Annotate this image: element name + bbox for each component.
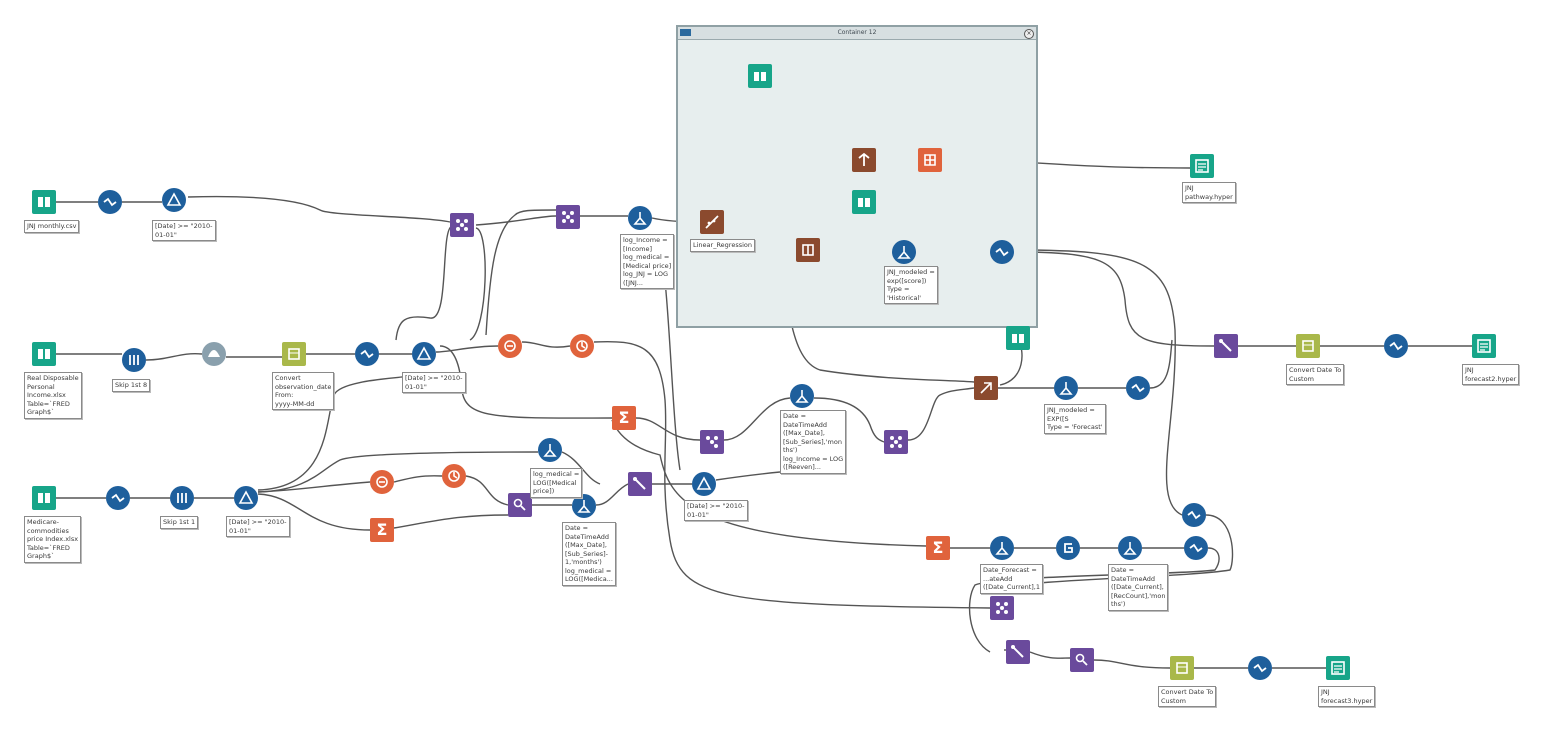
datetime-now-tool-icon[interactable] xyxy=(570,334,594,358)
annotation-skip-8: Skip 1st 8 xyxy=(112,379,151,392)
annotation-convert-date-custom: Convert Date To Custom xyxy=(1286,364,1345,385)
select-tool-icon[interactable] xyxy=(990,240,1014,264)
join-tool-icon[interactable] xyxy=(556,205,580,229)
formula-tool-icon[interactable] xyxy=(790,384,814,408)
container-close-icon[interactable]: × xyxy=(1024,29,1034,39)
summarize-tool-icon[interactable] xyxy=(370,470,394,494)
model-coefficients-tool-icon[interactable] xyxy=(852,148,876,172)
dynamic-rename-tool-icon[interactable] xyxy=(202,342,226,366)
select-tool-icon[interactable] xyxy=(355,342,379,366)
input-data-pdi-icon[interactable] xyxy=(32,342,56,366)
table-tool-icon[interactable] xyxy=(918,148,942,172)
append-fields-tool-icon[interactable] xyxy=(700,430,724,454)
annotation-date-datetimeadd: Date = DateTimeAdd ([Max_Date], [Sub_Ser… xyxy=(562,522,616,586)
filter-tool-icon[interactable] xyxy=(234,486,258,510)
annotation-date-filter: [Date] >= "2010- 01-01" xyxy=(152,220,216,241)
container-12[interactable]: Container 12 × xyxy=(676,25,1038,328)
select-tool-icon[interactable] xyxy=(1182,503,1206,527)
select-tool-icon[interactable] xyxy=(98,190,122,214)
formula-tool-icon[interactable] xyxy=(990,536,1014,560)
annotation-jnj-forecast: JNJ forecast2.hyper xyxy=(1462,364,1520,385)
union-tool-icon[interactable] xyxy=(1214,334,1238,358)
container-collapse-toggle[interactable] xyxy=(680,29,691,36)
select-tool-icon[interactable] xyxy=(1384,334,1408,358)
join-tool-icon[interactable] xyxy=(450,213,474,237)
datetime-now-tool-icon[interactable] xyxy=(442,464,466,488)
generate-rows-tool-icon[interactable] xyxy=(1070,648,1094,672)
select-tool-icon[interactable] xyxy=(106,486,130,510)
formula-tool-icon[interactable] xyxy=(628,206,652,230)
annotation-linear-regression: Linear_Regression xyxy=(690,239,756,252)
annotation-jnj-forecast3: JNJ forecast3.hyper xyxy=(1318,686,1376,707)
summarize-sigma-icon[interactable]: Σ xyxy=(370,518,394,542)
annotation-skip-1: Skip 1st 1 xyxy=(160,516,199,529)
annotation-date-filter: [Date] >= "2010- 01-01" xyxy=(402,372,466,393)
annotation-pdi-input: Real Disposable Personal Income.xlsx Tab… xyxy=(24,372,82,419)
annotation-date-filter: [Date] >= "2010- 01-01" xyxy=(684,500,748,521)
filter-tool-icon[interactable] xyxy=(692,472,716,496)
annotation-date-filter: [Date] >= "2010- 01-01" xyxy=(226,516,290,537)
formula-tool-icon[interactable] xyxy=(1118,536,1142,560)
annotation-log-medical: log_medical = LOG([Medical price]) xyxy=(530,468,583,498)
output-data-jnj-pathway-icon[interactable] xyxy=(1190,154,1214,178)
join-tool-icon[interactable] xyxy=(990,596,1014,620)
browse-tool-icon[interactable] xyxy=(1006,326,1030,350)
annotation-jnj-monthly: JNJ monthly.csv xyxy=(24,220,80,233)
input-data-jnj-monthly-icon[interactable] xyxy=(32,190,56,214)
select-tool-icon[interactable] xyxy=(1248,656,1272,680)
datetime-tool-icon[interactable] xyxy=(282,342,306,366)
join-tool-icon[interactable] xyxy=(884,430,908,454)
summarize-tool-icon[interactable] xyxy=(498,334,522,358)
annotation-convert-date-custom: Convert Date To Custom xyxy=(1158,686,1217,707)
container-title-bar[interactable]: Container 12 xyxy=(678,27,1036,40)
container-title: Container 12 xyxy=(837,29,877,36)
annotation-jnj-pathway: JNJ pathway.hyper xyxy=(1182,182,1236,203)
annotation-jnj-modeled-historical: JNJ_modeled = exp([score]) Type = 'Histo… xyxy=(884,266,938,304)
union-tool-icon[interactable] xyxy=(1006,640,1030,664)
formula-tool-icon[interactable] xyxy=(538,438,562,462)
filter-tool-icon[interactable] xyxy=(162,188,186,212)
output-data-jnj-forecast-icon[interactable] xyxy=(1472,334,1496,358)
select-tool-icon[interactable] xyxy=(1126,376,1150,400)
datetime-tool-icon[interactable] xyxy=(1296,334,1320,358)
browse-tool-icon[interactable] xyxy=(748,64,772,88)
formula-tool-icon[interactable] xyxy=(572,494,596,518)
sample-tool-icon[interactable] xyxy=(170,486,194,510)
summarize-sigma-icon[interactable]: Σ xyxy=(926,536,950,560)
select-tool-icon[interactable] xyxy=(1184,536,1208,560)
browse-tool-icon[interactable] xyxy=(852,190,876,214)
linear-regression-tool-icon[interactable] xyxy=(700,210,724,234)
output-data-jnj-forecast3-icon[interactable] xyxy=(1326,656,1350,680)
annotation-date-forecast: Date_Forecast = ...ateAdd ([Date_Current… xyxy=(980,564,1044,594)
score-tool-icon[interactable] xyxy=(974,376,998,400)
formula-tool-icon[interactable] xyxy=(892,240,916,264)
filter-tool-icon[interactable] xyxy=(412,342,436,366)
formula-tool-icon[interactable] xyxy=(1054,376,1078,400)
datetime-tool-icon[interactable] xyxy=(1170,656,1194,680)
annotation-date-datetimeadd: Date = DateTimeAdd ([Max_Date], [Sub_Ser… xyxy=(780,410,847,474)
annotation-date-datetimeadd: Date = DateTimeAdd ([Date_Current], [Rec… xyxy=(1108,564,1169,611)
score-tool-icon[interactable] xyxy=(796,238,820,262)
annotation-medicare-input: Medicare- commodities price Index.xlsx T… xyxy=(24,516,82,563)
generate-rows-tool-icon[interactable] xyxy=(1056,536,1080,560)
union-tool-icon[interactable] xyxy=(628,472,652,496)
generate-rows-tool-icon[interactable] xyxy=(508,493,532,517)
sample-tool-icon[interactable] xyxy=(122,348,146,372)
annotation-jnj-modeled-forecast: JNJ_modeled = EXP([S Type = 'Forecast' xyxy=(1044,404,1106,434)
input-data-medicare-icon[interactable] xyxy=(32,486,56,510)
summarize-sigma-icon[interactable]: Σ xyxy=(612,406,636,430)
annotation-formula-logs: log_Income = [Income] log_medical = [Med… xyxy=(620,234,675,289)
annotation-convert-obs: Convert observation_date From: yyyy-MM-d… xyxy=(272,372,335,410)
